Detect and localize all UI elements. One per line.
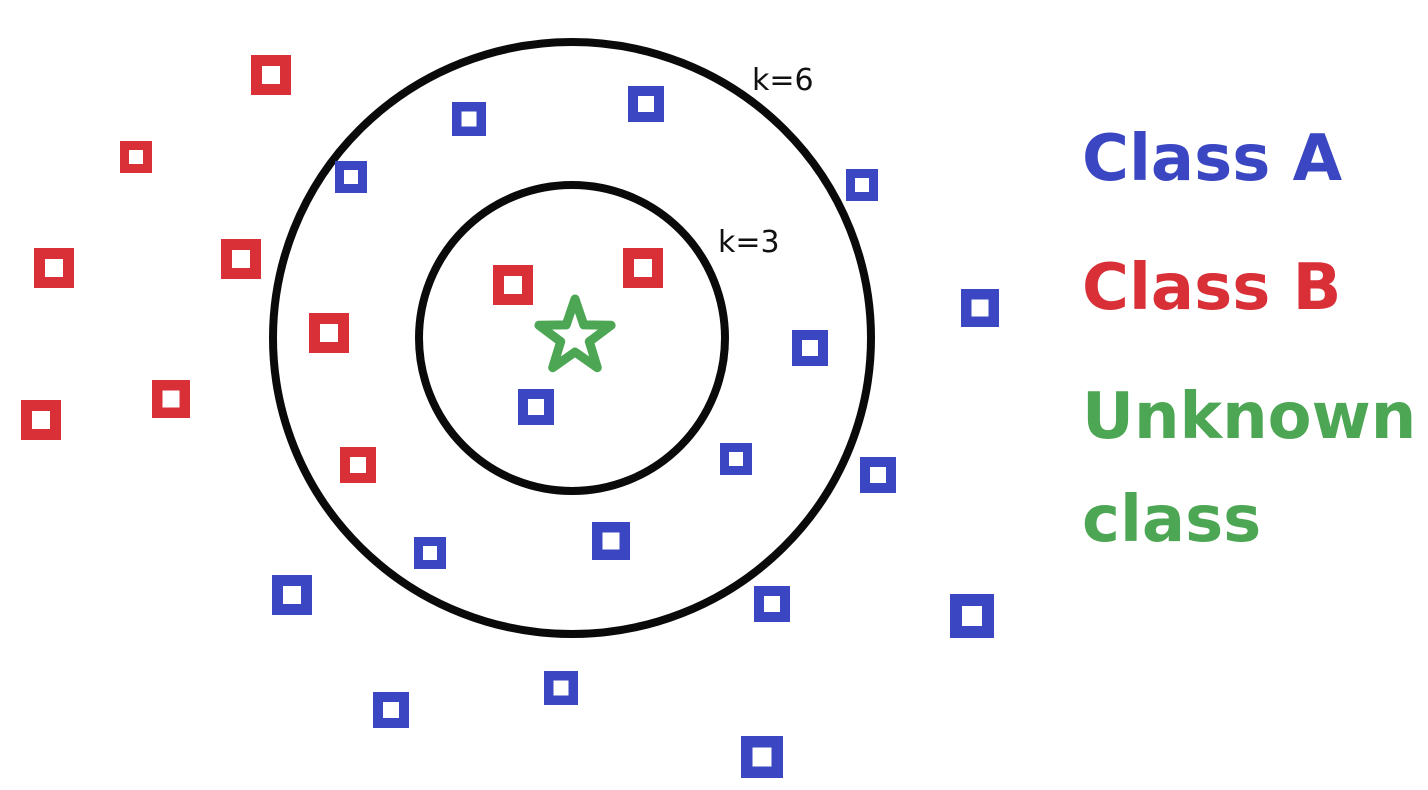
class-a-point <box>961 289 999 327</box>
point-inner-square <box>802 340 818 356</box>
point-inner-square <box>971 299 989 317</box>
class-b-point <box>251 55 291 95</box>
point-inner-square <box>383 702 399 718</box>
class-b-point <box>340 447 376 483</box>
point-inner-square <box>504 276 522 294</box>
class-a-point <box>846 169 878 201</box>
star-icon <box>534 294 616 373</box>
class-b-point <box>152 380 190 418</box>
legend: Class A Class B Unknown class <box>1082 122 1416 557</box>
ring-labels: k=3 k=6 <box>718 63 814 260</box>
ring-k3 <box>415 181 729 495</box>
query-layer <box>534 294 616 373</box>
class-a-point <box>452 102 486 136</box>
point-inner-square <box>528 399 544 415</box>
class-b-point <box>21 400 61 440</box>
class-a-point <box>720 443 752 475</box>
point-inner-square <box>262 66 280 84</box>
class-a-point <box>628 86 664 122</box>
point-inner-square <box>634 259 652 277</box>
point-inner-square <box>855 178 869 192</box>
point-inner-square <box>32 411 50 429</box>
point-inner-square <box>602 532 620 550</box>
point-inner-square <box>752 747 772 767</box>
point-inner-square <box>729 452 743 466</box>
class-a-point <box>792 330 828 366</box>
class-b-point <box>34 248 74 288</box>
class-b-point <box>221 239 261 279</box>
point-inner-square <box>962 606 982 626</box>
class-a-point <box>950 594 994 638</box>
point-inner-square <box>344 170 358 184</box>
class-a-point <box>741 736 783 778</box>
class-b-point <box>493 265 533 305</box>
point-inner-square <box>423 546 437 560</box>
class-a-point <box>860 457 896 493</box>
ring-k6 <box>269 38 875 638</box>
class-a-point <box>373 692 409 728</box>
class-a-point <box>592 522 630 560</box>
legend-class-a: Class A <box>1082 122 1343 196</box>
legend-unknown-line2: class <box>1082 483 1261 557</box>
point-inner-square <box>162 390 180 408</box>
point-inner-square <box>232 250 250 268</box>
class-b-point <box>309 313 349 353</box>
legend-class-b: Class B <box>1082 251 1341 325</box>
point-inner-square <box>45 259 63 277</box>
point-inner-square <box>553 680 569 696</box>
point-inner-square <box>283 586 301 604</box>
point-inner-square <box>764 596 780 612</box>
rings-layer <box>269 38 875 638</box>
ring-k3-label: k=3 <box>718 225 780 260</box>
class-a-point <box>518 389 554 425</box>
legend-unknown-line1: Unknown <box>1082 380 1416 454</box>
point-inner-square <box>350 457 366 473</box>
point-inner-square <box>638 96 654 112</box>
point-inner-square <box>870 467 886 483</box>
class-a-point <box>272 575 312 615</box>
ring-k6-label: k=6 <box>752 63 814 98</box>
point-inner-square <box>129 150 143 164</box>
class-a-point <box>335 161 367 193</box>
class-b-point <box>120 141 152 173</box>
class-a-point <box>754 586 790 622</box>
class-a-point <box>544 671 578 705</box>
point-inner-square <box>320 324 338 342</box>
point-inner-square <box>461 111 477 127</box>
class-a-point <box>414 537 446 569</box>
class-b-point <box>623 248 663 288</box>
points-layer <box>21 55 999 778</box>
